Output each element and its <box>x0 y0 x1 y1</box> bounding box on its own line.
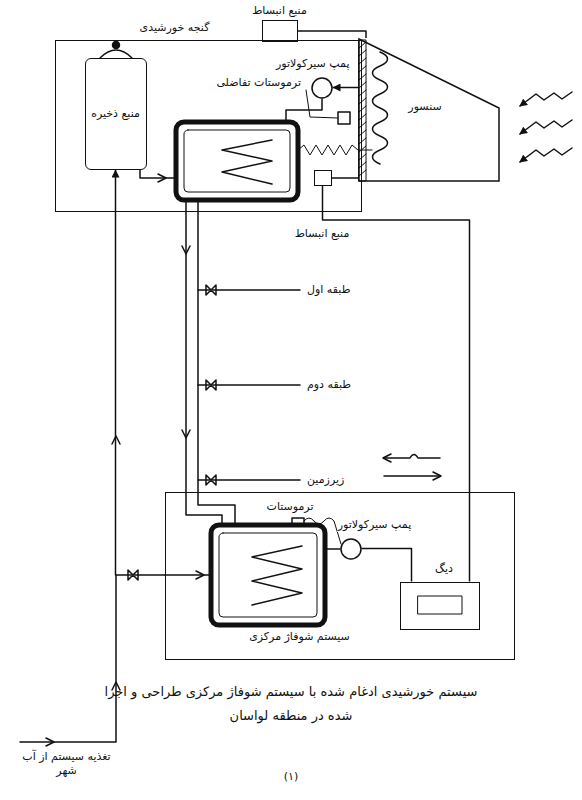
floor-branch <box>198 479 300 481</box>
tank-inner-wall <box>184 130 290 192</box>
pipe <box>198 200 235 525</box>
heat-exchanger-tank <box>176 122 298 200</box>
flow-arrow <box>433 472 441 480</box>
pipe <box>384 475 440 477</box>
node-label: منبع انبساط <box>294 227 351 241</box>
sun-ray <box>520 92 572 106</box>
flow-arrow <box>196 571 204 579</box>
pipe <box>332 177 358 179</box>
node-label: منبع ذخیره <box>90 107 142 121</box>
pipe <box>325 548 340 550</box>
floor-label: طبقه دوم <box>306 378 352 392</box>
supply-note: تغذیه سیستم از آب شهر <box>18 750 115 778</box>
collector-frame <box>359 39 499 181</box>
solar-collector: سنسور <box>358 38 500 182</box>
pipe <box>384 455 440 459</box>
tank-vent <box>113 42 120 49</box>
flow-arrow <box>383 454 391 462</box>
floor-label: زیرزمین <box>306 473 345 487</box>
pipe <box>186 200 222 525</box>
pipe-connector <box>333 87 359 89</box>
boiler-panel <box>418 596 462 614</box>
tank-inner-wall <box>219 533 317 617</box>
sun-ray <box>520 120 572 134</box>
valve <box>206 475 216 485</box>
node-label: پمپ سیرکولاتور <box>275 57 351 71</box>
part-label: ترموستات تفاضلی <box>215 76 302 90</box>
node-label: سیستم شوفاژ مرکزی <box>248 630 351 644</box>
flow-arrow <box>158 174 166 182</box>
floor-branch <box>198 384 300 386</box>
pump-symbol <box>340 538 362 560</box>
figure-caption: سیستم خورشیدی ادغام شده با سیستم شوفاژ م… <box>91 680 491 728</box>
flow-arrow <box>46 738 54 746</box>
page-number: (۱) <box>283 770 300 784</box>
node-label: منبع انبساط <box>251 4 308 18</box>
collector-hatch <box>359 42 366 176</box>
expansion-tank: منبع انبساط <box>314 170 332 186</box>
feed-pipe <box>20 575 116 742</box>
valve <box>206 285 216 295</box>
valve <box>206 380 216 390</box>
node-label: دیگ <box>434 562 454 576</box>
sensor-coil <box>373 52 388 164</box>
collector-glazing <box>359 40 366 181</box>
floor-branch <box>198 289 300 291</box>
flow-arrow <box>182 430 190 438</box>
pump-symbol <box>311 77 333 99</box>
floor-label: طبقه اول <box>306 283 351 297</box>
pipe-connector <box>298 31 366 38</box>
pipe-connector <box>362 549 412 582</box>
heating-coil <box>222 140 272 184</box>
pump-circle <box>341 539 361 559</box>
thermostat-symbol <box>292 518 304 525</box>
control-wire <box>304 518 341 544</box>
flow-arrow <box>182 246 190 254</box>
node-label: سنسور <box>407 100 442 114</box>
boiler: دیگ <box>400 582 480 630</box>
tank-dome <box>100 50 132 58</box>
node-label: پمپ سیرکولاتور <box>337 518 413 532</box>
controller-box <box>338 112 350 124</box>
solar-cabinet: منبع ذخیرهپمپ سیرکولاتورمنبع انبساطگنجه … <box>55 40 362 212</box>
drawing <box>20 40 572 746</box>
part-label: ترموستات <box>266 500 315 514</box>
heating-coil <box>252 546 302 605</box>
heat-exchanger-tank <box>211 525 325 625</box>
circulator-pump: پمپ سیرکولاتور <box>311 77 333 99</box>
heating-room: پمپ سیرکولاتور دیگ سیستم شوفاژ مرکزی <box>165 492 515 660</box>
pipe <box>286 99 322 122</box>
circulator-pump: پمپ سیرکولاتور <box>340 538 362 560</box>
sun-ray <box>520 148 572 162</box>
storage-tank: منبع ذخیره <box>85 58 147 170</box>
pump-circle <box>312 78 332 98</box>
expansion-tank: منبع انبساط <box>262 20 298 42</box>
pipe-connector <box>116 170 166 576</box>
node-label: گنجه خورشیدی <box>139 21 211 35</box>
